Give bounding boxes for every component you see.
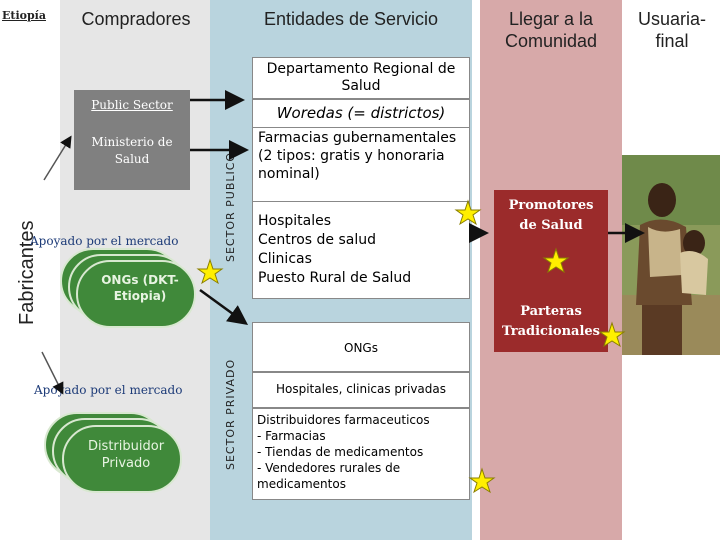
market-support-label-1: Apoyado por el mercado	[30, 234, 179, 248]
arrow-icon	[41, 351, 64, 395]
star-icon	[196, 258, 224, 285]
star-icon	[542, 247, 570, 274]
woredas-box: Woredas (= districtos) Farmacias guberna…	[252, 99, 470, 299]
buyers-column-title: Compradores	[81, 9, 191, 29]
facilities-divider	[253, 201, 469, 202]
private-ngos-box: ONGs	[252, 322, 470, 372]
star-icon	[598, 321, 626, 348]
regional-health-dept-box: Departamento Regional de Salud	[252, 57, 470, 99]
ministry-of-health-label: Ministerio de Salud	[91, 135, 173, 166]
end-user-photo	[622, 155, 720, 355]
public-sector-header: Public Sector	[91, 98, 173, 112]
community-outreach-box: Promotores de Salud Parteras Tradicional…	[494, 190, 608, 352]
woredas-title: Woredas (= districtos)	[276, 104, 446, 122]
health-promoters-label: Promotores de Salud	[508, 198, 594, 233]
ngo-stack-front: ONGs (DKT-Etiopia)	[76, 260, 196, 328]
star-icon	[468, 467, 496, 494]
public-sector-buyers-box: Public Sector Ministerio de Salud	[74, 90, 190, 190]
private-distributor-label: Distribuidor Privado	[87, 439, 165, 471]
woredas-divider	[253, 127, 469, 128]
pharma-distributors-box: Distribuidores farmaceuticos - Farmacias…	[252, 408, 470, 500]
service-column-title: Entidades de Servicio	[263, 9, 439, 29]
distributor-stack-front: Distribuidor Privado	[62, 425, 182, 493]
private-hospitals-box: Hospitales, clinicas privadas	[252, 372, 470, 408]
government-pharmacies-label: Farmacias gubernamentales (2 tipos: grat…	[258, 130, 457, 182]
country-label: Etiopía	[2, 9, 46, 22]
arrow-icon	[43, 135, 72, 181]
ngo-dkt-label: ONGs (DKT-Etiopia)	[101, 273, 179, 303]
community-column-title: Llegar a la Comunidad	[504, 9, 598, 51]
mother-child-illustration	[622, 155, 720, 355]
arrow-icon	[199, 288, 249, 325]
health-facilities-label: Hospitales Centros de salud Clinicas Pue…	[258, 213, 412, 286]
market-support-label-2: Apoyado por el mercado	[34, 383, 183, 397]
end-user-column-title: Usuaria-final	[637, 9, 707, 51]
star-icon	[454, 199, 482, 226]
traditional-midwives-label: Parteras Tradicionales	[502, 304, 600, 339]
